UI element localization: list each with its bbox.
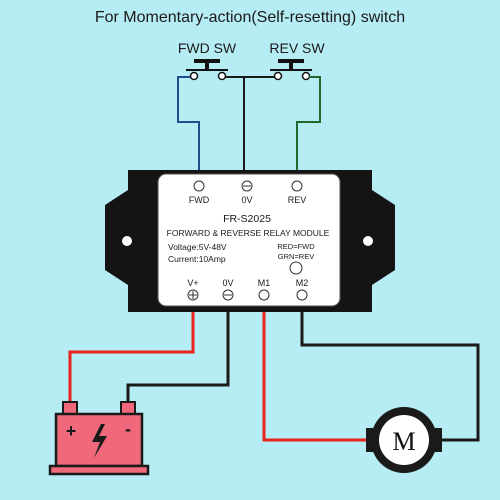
module-name: FORWARD & REVERSE RELAY MODULE (167, 228, 330, 238)
motor-label: M (392, 427, 415, 456)
module-label-panel (157, 173, 341, 307)
m1-terminal (258, 289, 270, 301)
top-terminal-label: REV (288, 195, 307, 205)
bottom-terminal-label: M1 (258, 278, 271, 288)
bottom-terminal-label: V+ (187, 278, 198, 288)
top-terminal-label: FWD (189, 195, 210, 205)
m2-terminal (296, 289, 308, 301)
0v-terminal-bottom (222, 289, 234, 301)
led-green-legend: GRN=REV (278, 252, 314, 261)
module-current: Current:10Amp (168, 254, 226, 264)
switch-wires (177, 76, 321, 174)
led-red-legend: RED=FWD (277, 242, 315, 251)
battery-icon (48, 401, 150, 476)
fwd-terminal (193, 180, 205, 192)
top-terminal-label: 0V (241, 195, 252, 205)
rev-switch-label: REV SW (269, 40, 325, 56)
0v-terminal-top (241, 180, 253, 192)
diagram-title: For Momentary-action(Self-resetting) swi… (95, 9, 405, 26)
module-model: FR-S2025 (223, 213, 271, 225)
fwd-switch (186, 59, 228, 81)
mount-hole-left (122, 236, 132, 246)
battery-minus-label: - (125, 419, 131, 439)
vplus-terminal (187, 289, 199, 301)
bottom-terminal-label: 0V (222, 278, 233, 288)
rev-terminal (291, 180, 303, 192)
power-wires (68, 308, 480, 442)
status-led (289, 261, 303, 275)
bottom-terminal-label: M2 (296, 278, 309, 288)
relay-module: FWD 0V REV FR-S2025 FORWARD & REVERSE RE… (105, 170, 395, 312)
motor-icon (366, 407, 442, 473)
battery-plus-label: + (66, 421, 77, 441)
lightning-icon (92, 424, 107, 458)
fwd-switch-label: FWD SW (178, 40, 237, 56)
module-voltage: Voltage:5V-48V (168, 242, 227, 252)
mount-hole-right (363, 236, 373, 246)
